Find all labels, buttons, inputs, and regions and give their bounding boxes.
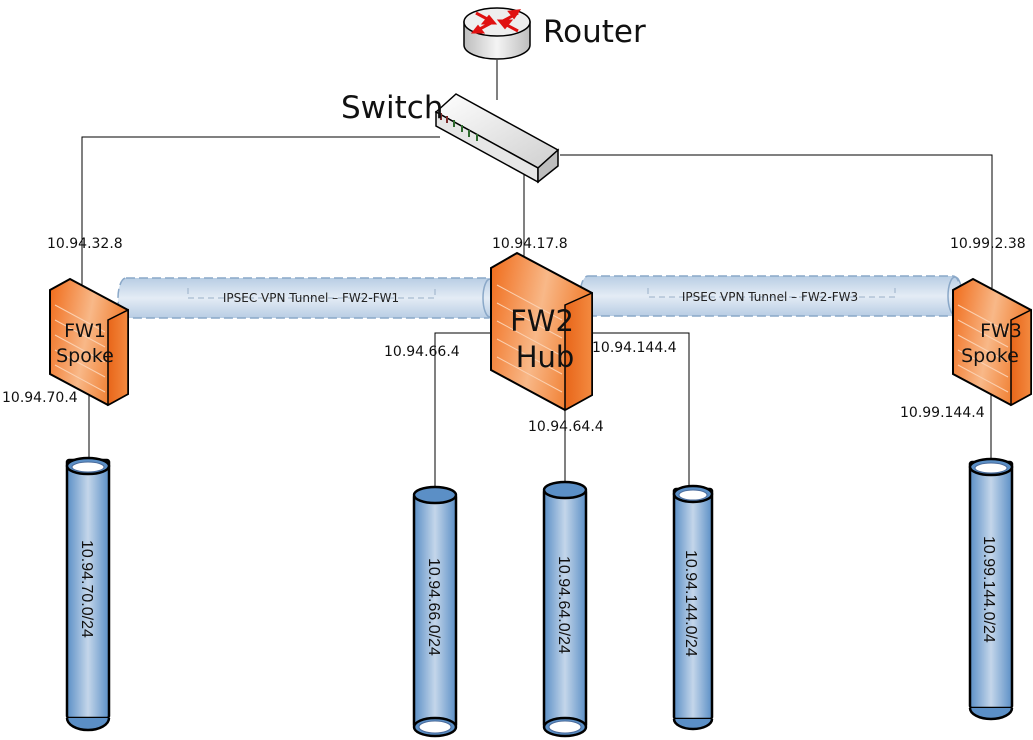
interface-ip-labels: 10.94.32.8 10.94.70.4 10.94.17.8 10.94.6…: [2, 236, 1026, 435]
subnet-label: 10.94.70.0/24: [78, 540, 95, 638]
switch-label: Switch: [341, 90, 444, 126]
fw2-role: Hub: [516, 340, 575, 374]
firewall-icon: [952, 277, 1032, 407]
fw1-uplink-ip: 10.94.32.8: [47, 236, 123, 252]
fw2-left-subnet-link: [434, 332, 492, 495]
fw3-name: FW3: [980, 320, 1022, 342]
vpn-tunnel-fw2-fw1[interactable]: IPSEC VPN Tunnel – FW2-FW1: [117, 277, 498, 319]
firewall-icon: [490, 251, 593, 412]
fw2-uplink-ip: 10.94.17.8: [492, 236, 568, 252]
firewall-icon: [49, 277, 129, 407]
router-device[interactable]: Router: [463, 7, 646, 60]
subnet-label: 10.94.144.0/24: [682, 550, 699, 657]
subnet-10-94-64-0[interactable]: 10.94.64.0/24: [542, 480, 588, 738]
fw3-lan-ip: 10.99.144.4: [900, 405, 985, 421]
subnet-10-94-70-0[interactable]: 10.94.70.0/24: [65, 456, 111, 732]
switch-device[interactable]: Switch: [341, 90, 560, 184]
tunnel-label: IPSEC VPN Tunnel – FW2-FW1: [223, 291, 399, 305]
fw2-lan-right-ip: 10.94.144.4: [592, 340, 677, 356]
wires: [81, 60, 993, 495]
fw1-role: Spoke: [56, 345, 114, 367]
router-icon: [463, 7, 531, 60]
subnet-10-99-144-0[interactable]: 10.99.144.0/24: [968, 457, 1014, 721]
fw2-lan-left-ip: 10.94.66.4: [384, 344, 460, 360]
firewall-fw2[interactable]: FW2 Hub: [490, 251, 593, 412]
subnet-10-94-144-0[interactable]: 10.94.144.0/24: [672, 484, 714, 731]
fw3-role: Spoke: [961, 345, 1019, 367]
vpn-tunnel-fw2-fw3[interactable]: IPSEC VPN Tunnel – FW2-FW3: [579, 275, 963, 317]
fw2-name: FW2: [510, 304, 574, 338]
fw2-lan-bottom-ip: 10.94.64.4: [528, 419, 604, 435]
fw1-name: FW1: [64, 320, 106, 342]
subnet-10-94-66-0[interactable]: 10.94.66.0/24: [412, 485, 458, 738]
switch-fw1-link: [81, 136, 440, 288]
router-label: Router: [543, 14, 646, 50]
firewall-fw3[interactable]: FW3 Spoke: [952, 277, 1032, 407]
switch-icon: [434, 93, 560, 184]
switch-fw3-link: [560, 154, 993, 288]
subnet-label: 10.94.64.0/24: [555, 556, 572, 654]
fw1-lan-ip: 10.94.70.4: [2, 390, 78, 406]
tunnel-label: IPSEC VPN Tunnel – FW2-FW3: [682, 290, 858, 304]
subnet-label: 10.94.66.0/24: [425, 558, 442, 656]
fw2-right-subnet-link: [592, 332, 690, 495]
fw3-uplink-ip: 10.99.2.38: [950, 236, 1026, 252]
subnet-label: 10.99.144.0/24: [980, 536, 997, 643]
firewall-fw1[interactable]: FW1 Spoke: [49, 277, 129, 407]
